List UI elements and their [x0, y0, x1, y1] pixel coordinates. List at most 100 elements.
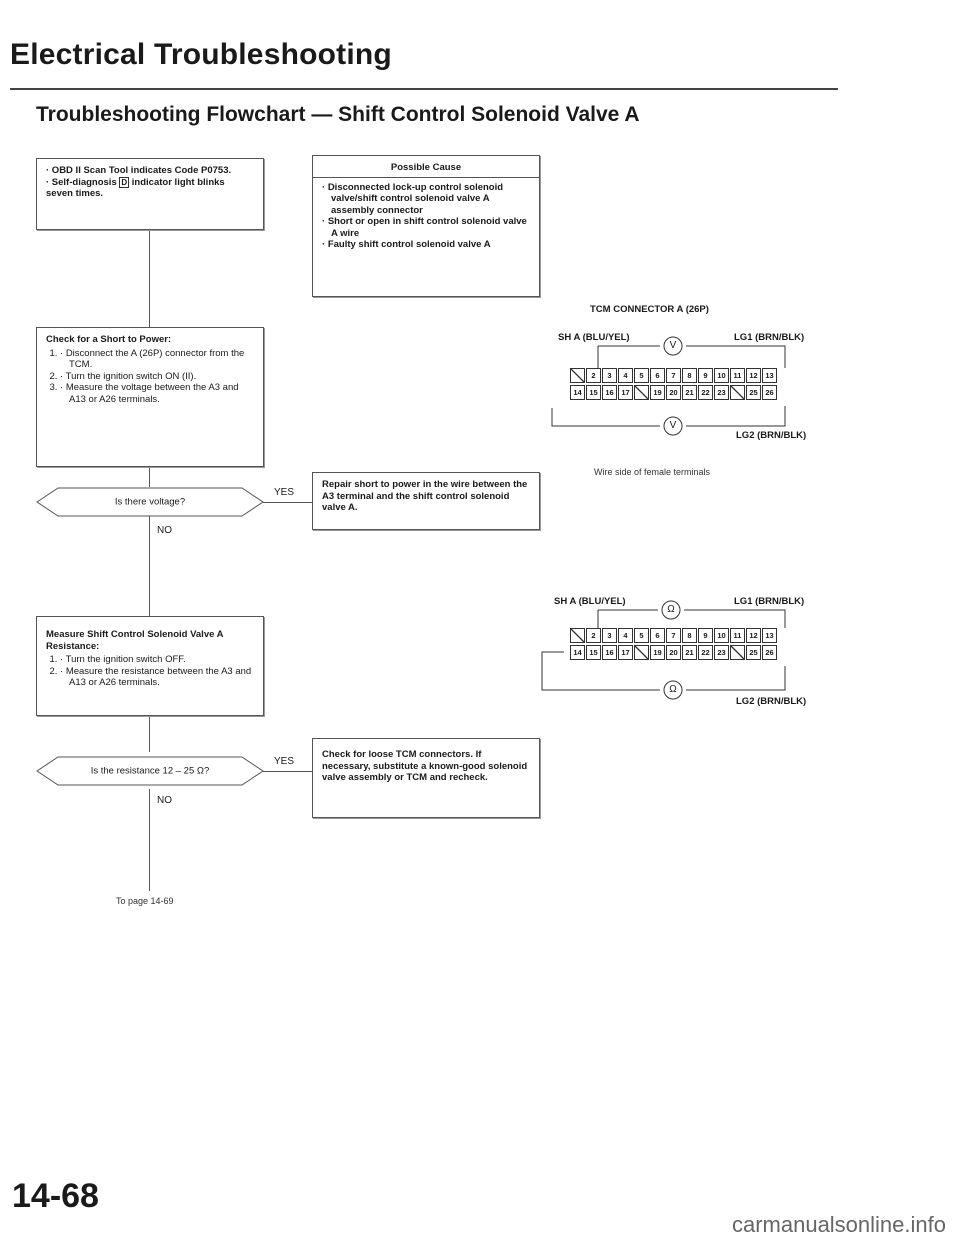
connector-pin: 6 [650, 628, 665, 643]
connector-pin: 9 [698, 628, 713, 643]
decision-voltage: Is there voltage? [36, 487, 264, 517]
measure-step-2: Measure the resistance between the A3 an… [60, 666, 254, 689]
connector-pin: 20 [666, 385, 681, 400]
check-loose-text: Check for loose TCM connectors. If neces… [322, 749, 528, 783]
connector-pin: 15 [586, 385, 601, 400]
title-rule [10, 88, 838, 90]
connector-pin: 21 [682, 385, 697, 400]
connector-pin: 4 [618, 368, 633, 383]
start-line-2: · Self-diagnosis D indicator light blink… [46, 176, 254, 200]
measure-step-1: Turn the ignition switch OFF. [60, 654, 254, 666]
to-page-label: To page 14-69 [116, 896, 174, 906]
cause-item-2: Short or open in shift control solenoid … [322, 216, 530, 239]
connector-pin: 4 [618, 628, 633, 643]
connector-pin: 5 [634, 368, 649, 383]
flow-line-3 [149, 516, 150, 616]
d-indicator-icon: D [119, 176, 130, 188]
decision-resistance-yes: YES [274, 756, 295, 767]
yes-line-1 [263, 502, 312, 503]
meter-ohm-bottom: Ω [669, 684, 677, 695]
cause-item-3: Faulty shift control solenoid valve A [322, 239, 530, 251]
connector-pin: 8 [682, 368, 697, 383]
connector-diagram-resistance: SH A (BLU/YEL) LG1 (BRN/BLK) LG2 (BRN/BL… [540, 592, 840, 722]
decision-voltage-question: Is there voltage? [114, 496, 186, 508]
possible-cause-divider [313, 176, 539, 178]
connector-pin: 17 [618, 645, 633, 660]
connector-pin: 15 [586, 645, 601, 660]
page-number: 14-68 [12, 1177, 99, 1215]
lg2-label-1: LG2 (BRN/BLK) [736, 430, 807, 441]
connector-pin: 25 [746, 645, 761, 660]
connector-pin: 3 [602, 368, 617, 383]
connector-pin: 16 [602, 645, 617, 660]
ohmmeter-icon-top [661, 600, 681, 620]
connector-wiring-2 [541, 600, 786, 700]
decision-voltage-yes: YES [274, 487, 295, 498]
possible-cause-list: Disconnected lock-up control solenoid va… [322, 182, 530, 251]
connector-pin: 9 [698, 368, 713, 383]
connector-pin: 10 [714, 628, 729, 643]
measure-resistance-box: Measure Shift Control Solenoid Valve A R… [36, 616, 264, 716]
start-box: · OBD II Scan Tool indicates Code P0753.… [36, 158, 264, 230]
flow-line-2 [149, 467, 150, 487]
connector-pin: 2 [586, 368, 601, 383]
connector-pin: 7 [666, 628, 681, 643]
connector-pin-empty [570, 368, 585, 383]
meter-ohm-top: Ω [667, 604, 675, 615]
connector-pin: 8 [682, 628, 697, 643]
connector-pin: 16 [602, 385, 617, 400]
connector-pin: 13 [762, 628, 777, 643]
check-short-step-2: Turn the ignition switch ON (II). [60, 371, 254, 383]
decision-voltage-shape [36, 487, 264, 517]
measure-resistance-heading: Measure Shift Control Solenoid Valve A R… [46, 629, 224, 652]
check-short-step-3: Measure the voltage between the A3 and A… [60, 382, 254, 405]
meter-v-top: V [669, 340, 677, 351]
connector-pin: 2 [586, 628, 601, 643]
start-line-2-post: indicator light blinks seven times. [46, 176, 225, 200]
measure-resistance-steps: Turn the ignition switch OFF. Measure th… [46, 654, 254, 689]
connector-pin: 20 [666, 645, 681, 660]
flow-line-1 [149, 230, 150, 327]
decision-resistance-shape [36, 756, 264, 786]
connector-pin: 26 [762, 385, 777, 400]
connector-pin-empty [634, 385, 649, 400]
connector-diagram-voltage: SH A (BLU/YEL) LG1 (BRN/BLK) LG2 (BRN/BL… [540, 328, 840, 458]
flow-line-5 [149, 789, 150, 891]
flowchart-subtitle: Troubleshooting Flowchart — Shift Contro… [36, 103, 640, 126]
lg2-label-2: LG2 (BRN/BLK) [736, 696, 807, 707]
connector-pin: 12 [746, 368, 761, 383]
possible-cause-title: Possible Cause [390, 162, 462, 173]
connector-pin: 22 [698, 645, 713, 660]
decision-resistance: Is the resistance 12 – 25 Ω? [36, 756, 264, 786]
connector-pin: 19 [650, 645, 665, 660]
page-title: Electrical Troubleshooting [10, 38, 392, 71]
sh-a-label-2: SH A (BLU/YEL) [554, 596, 626, 607]
cause-item-1: Disconnected lock-up control solenoid va… [322, 182, 530, 217]
yes-line-2 [263, 771, 312, 772]
connector-pin-empty [730, 385, 745, 400]
connector-wiring-1 [551, 336, 786, 436]
connector-pin: 22 [698, 385, 713, 400]
repair-short-text: Repair short to power in the wire betwee… [322, 479, 528, 513]
connector-pin: 3 [602, 628, 617, 643]
sh-a-label-1: SH A (BLU/YEL) [558, 332, 630, 343]
connector-pin: 5 [634, 628, 649, 643]
connector-pin-empty [634, 645, 649, 660]
lg1-label-2: LG1 (BRN/BLK) [734, 596, 805, 607]
ohmmeter-icon-bottom [663, 680, 683, 700]
check-short-steps: Disconnect the A (26P) connector from th… [46, 348, 254, 406]
repair-short-box: Repair short to power in the wire betwee… [312, 472, 540, 530]
voltmeter-icon-top [663, 336, 683, 356]
lg1-label-1: LG1 (BRN/BLK) [734, 332, 805, 343]
connector-title: TCM CONNECTOR A (26P) [590, 304, 709, 315]
decision-resistance-no: NO [157, 795, 172, 806]
connector-pin: 10 [714, 368, 729, 383]
connector-pin: 23 [714, 645, 729, 660]
connector-pin: 25 [746, 385, 761, 400]
connector-pin: 14 [570, 645, 585, 660]
connector-pin: 26 [762, 645, 777, 660]
connector-pin: 19 [650, 385, 665, 400]
check-short-heading: Check for a Short to Power: [46, 334, 172, 345]
watermark: carmanualsonline.info [731, 1212, 946, 1237]
check-short-step-1: Disconnect the A (26P) connector from th… [60, 348, 254, 371]
